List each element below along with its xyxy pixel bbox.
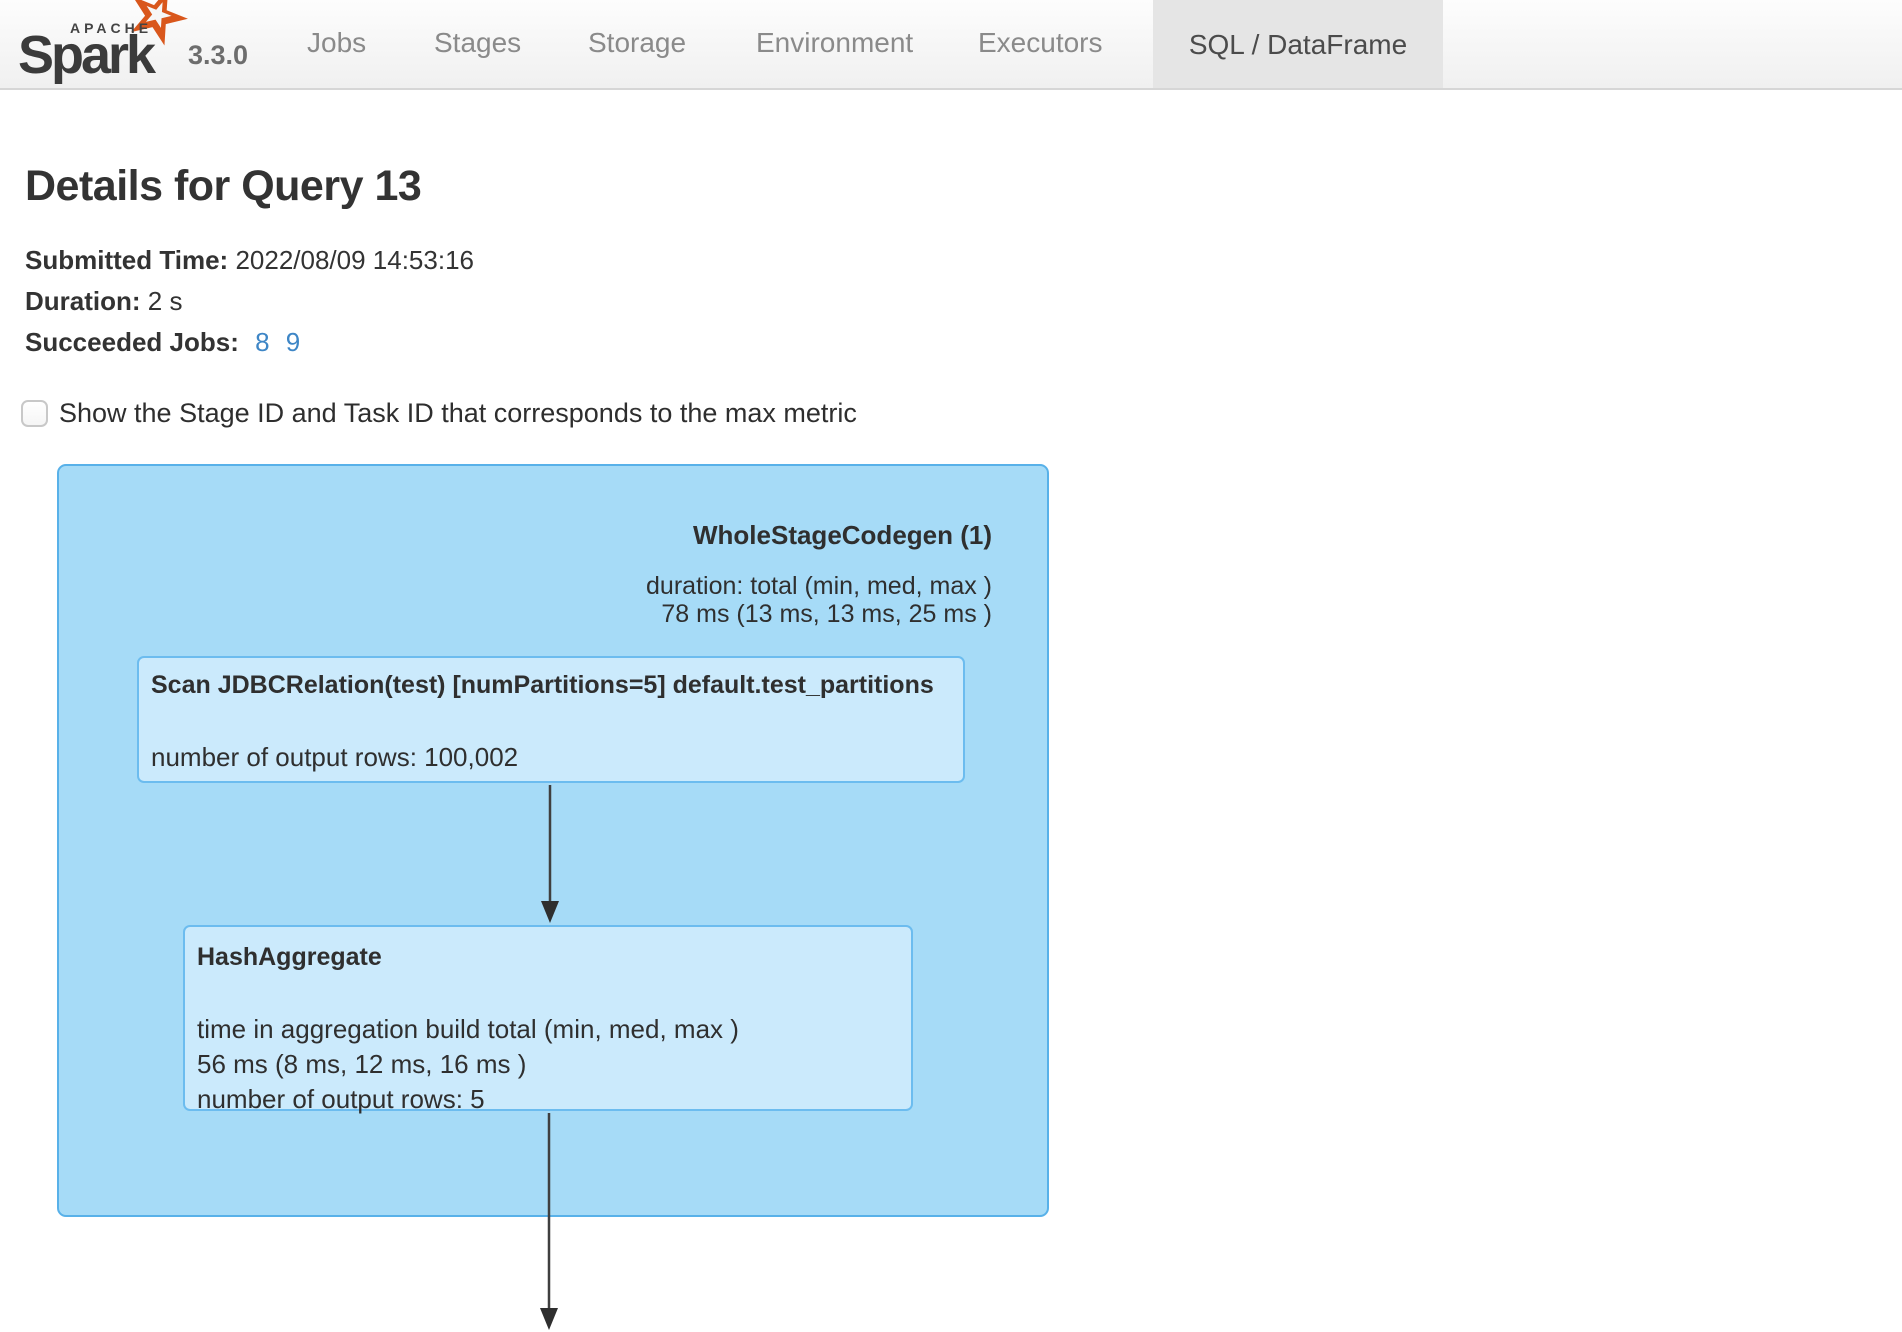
tab-storage[interactable]: Storage <box>588 27 687 58</box>
brand-name: Spark <box>18 25 156 85</box>
scan-node-title: Scan JDBCRelation(test) [numPartitions=5… <box>151 671 934 699</box>
cluster-name: WholeStageCodegen (1) <box>692 520 992 550</box>
hashaggregate-metric-3: number of output rows: 5 <box>197 1084 485 1114</box>
job-link-9[interactable]: 9 <box>285 327 301 357</box>
hashaggregate-metric-2: 56 ms (8 ms, 12 ms, 16 ms ) <box>197 1049 527 1079</box>
plan-node-hashaggregate: HashAggregate time in aggregation build … <box>183 925 913 1114</box>
brand-apache-label: APACHE <box>70 20 153 36</box>
query-metadata: Submitted Time: 2022/08/09 14:53:16 Dura… <box>25 240 474 363</box>
page-title: Details for Query 13 <box>25 162 422 210</box>
job-link-8[interactable]: 8 <box>255 327 270 357</box>
submitted-time-value: 2022/08/09 14:53:16 <box>235 245 474 275</box>
tab-sql-dataframe[interactable]: SQL / DataFrame <box>1153 0 1443 88</box>
scan-node-metric: number of output rows: 100,002 <box>151 742 519 772</box>
succeeded-jobs-row: Succeeded Jobs: 8 9 <box>25 322 474 363</box>
hashaggregate-node-title: HashAggregate <box>197 943 382 971</box>
hashaggregate-metric-1: time in aggregation build total (min, me… <box>197 1014 739 1044</box>
cluster-label: WholeStageCodegen (1) duration: total (m… <box>646 520 992 628</box>
top-navbar: APACHE Spark 3.3.0 Jobs Stages Storage E… <box>0 0 1902 90</box>
spark-version: 3.3.0 <box>188 40 249 70</box>
max-metric-option: Show the Stage ID and Task ID that corre… <box>21 397 857 428</box>
tab-stages[interactable]: Stages <box>434 27 522 58</box>
plan-node-scan-jdbcrelation: Scan JDBCRelation(test) [numPartitions=5… <box>137 656 965 783</box>
hashaggregate-node-metrics: time in aggregation build total (min, me… <box>197 1012 899 1117</box>
tab-executors[interactable]: Executors <box>978 27 1103 58</box>
spark-logo: APACHE Spark <box>0 0 300 88</box>
submitted-time-row: Submitted Time: 2022/08/09 14:53:16 <box>25 240 474 281</box>
cluster-metric-label: duration: total (min, med, max ) <box>646 572 992 600</box>
succeeded-jobs-label: Succeeded Jobs: <box>25 327 239 357</box>
tab-environment[interactable]: Environment <box>756 27 914 58</box>
tab-jobs[interactable]: Jobs <box>307 27 367 58</box>
duration-label: Duration: <box>25 286 141 316</box>
duration-row: Duration: 2 s <box>25 281 474 322</box>
max-metric-checkbox[interactable] <box>21 399 48 427</box>
max-metric-checkbox-label: Show the Stage ID and Task ID that corre… <box>59 397 857 428</box>
cluster-metrics: duration: total (min, med, max ) 78 ms (… <box>646 572 992 628</box>
submitted-time-label: Submitted Time: <box>25 245 229 275</box>
cluster-metric-value: 78 ms (13 ms, 13 ms, 25 ms ) <box>661 600 992 628</box>
duration-value: 2 s <box>147 286 183 316</box>
